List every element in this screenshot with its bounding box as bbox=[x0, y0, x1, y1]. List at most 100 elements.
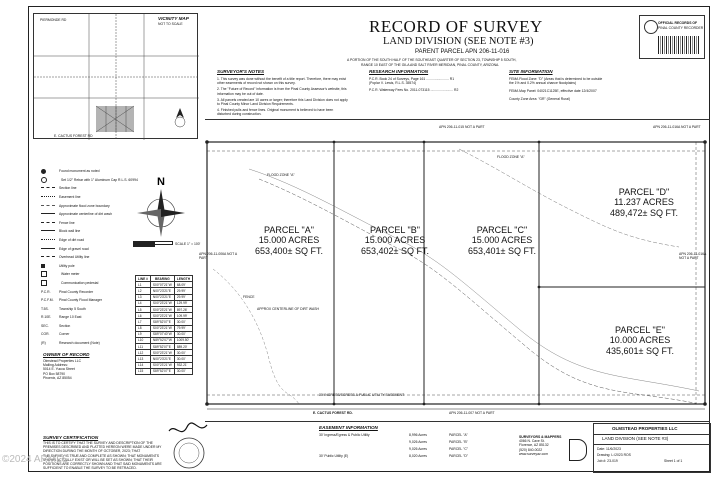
south-apn-label: APN 206-11-007 NOT A PART bbox=[449, 411, 495, 415]
easement-cell bbox=[319, 440, 409, 447]
owner-line: PO Box 58790 bbox=[43, 371, 66, 376]
legend-row: Set 1/2" Rebar with 1" Aluminum Cap R.L.… bbox=[41, 176, 191, 185]
legend-row: R.10E. Range 10 East bbox=[41, 313, 191, 322]
note-line: 1. This survey was done without the bene… bbox=[217, 77, 346, 81]
cert-line: PREMISES DESCRIBED AND PLATTED HEREON WE… bbox=[43, 445, 162, 450]
wall-icon bbox=[41, 230, 55, 232]
title-block-project: OLMSTEAD PROPERTIES LLC bbox=[612, 426, 678, 431]
company-logo-icon bbox=[569, 439, 587, 461]
survey-certification: SURVEY CERTIFICATION THIS IS TO CERTIFY … bbox=[43, 435, 162, 470]
easement-line-icon bbox=[41, 196, 55, 198]
note-line: information may be out of date. bbox=[217, 91, 264, 96]
fence-label: FENCE bbox=[243, 295, 255, 299]
bottom-divider bbox=[205, 421, 710, 422]
cert-line: SUFFICIENT TO ENABLE THE SURVEY TO BE RE… bbox=[43, 466, 137, 471]
site-line: County Zone Area: "GR" (General Rural) bbox=[509, 96, 571, 101]
title-block-date: Date: 11/6/2023 bbox=[597, 447, 621, 451]
surveyor-seal-icon bbox=[168, 422, 208, 469]
note-line: disturbed during construction. bbox=[217, 112, 262, 117]
rebar-icon bbox=[41, 176, 47, 183]
water-meter-icon bbox=[41, 271, 47, 278]
legal-description-1: A PORTION OF THE SOUTH HALF OF THE SOUTH… bbox=[347, 58, 517, 62]
parcel-b-acres: 15.000 ACRES bbox=[364, 235, 426, 245]
site-line: FEMA Map Panel: 04021C1125E, effective d… bbox=[509, 89, 597, 94]
legend-row: Overhead Utility line bbox=[41, 253, 191, 262]
comm-pedestal-icon bbox=[41, 280, 47, 287]
note-line: to Pinal County Minor Land Division Requ… bbox=[217, 102, 294, 107]
stamp-title: OFFICIAL RECORDS OF bbox=[658, 21, 698, 25]
monument-icon bbox=[703, 402, 707, 406]
legend-text: Approximate centerline of dirt wash bbox=[59, 212, 112, 217]
easement-cell: 30' Public Utility (E) bbox=[319, 454, 349, 458]
surveyor-line: (520) 840-0022 bbox=[519, 447, 543, 452]
legend-abbr: (R) bbox=[41, 341, 46, 346]
legend-text: Edge of gravel road bbox=[59, 246, 89, 251]
parcel-e-acres: 10.000 ACRES bbox=[609, 335, 671, 345]
legend-text: Township 5 South bbox=[59, 306, 86, 311]
legend-row: COR.Corner bbox=[41, 330, 191, 339]
cert-line: THE SURVEY IS TRUE AND COMPLETE AS SHOWN… bbox=[43, 453, 160, 458]
parcel-a-acres: 15.000 ACRES bbox=[258, 235, 320, 245]
legend-abbr: P.C.R. bbox=[41, 289, 51, 294]
vicinity-map: VICINITY MAP NOT TO SCALE PIERMONDE RD E… bbox=[33, 13, 199, 140]
research-line: P.C.R. Book 24 of Surveys, Page 161 ....… bbox=[369, 77, 455, 81]
scale-label: SCALE 1" = 100' bbox=[175, 242, 201, 246]
rebar-icon bbox=[332, 402, 336, 406]
legend-row: Utility pole bbox=[41, 262, 191, 271]
scale-bar-segment bbox=[153, 241, 173, 245]
rebar-icon bbox=[422, 140, 426, 144]
certification-heading: SURVEY CERTIFICATION bbox=[43, 435, 99, 440]
legend-abbr: SEC. bbox=[41, 323, 49, 328]
utility-pole-icon bbox=[41, 263, 45, 268]
legend-text: Pinal County Recorder bbox=[59, 289, 94, 294]
site-info-heading: SITE INFORMATION bbox=[509, 69, 553, 74]
legend-text: Corner bbox=[59, 332, 70, 337]
surveyors-notes-heading: SURVEYOR'S NOTES bbox=[217, 69, 265, 74]
parcel-d-acres: 11.237 ACRES bbox=[614, 197, 674, 207]
line-table-cell: L15 bbox=[135, 367, 151, 376]
parcel-c-acres: 15.000 ACRES bbox=[471, 235, 533, 245]
wash-icon bbox=[41, 213, 55, 215]
easement-note-label: 30' INGRESS/EGRESS & PUBLIC UTILITY EASE… bbox=[319, 393, 405, 397]
parcel-a: PARCEL "A" 15.000 ACRES 653,400± SQ FT. bbox=[229, 225, 349, 257]
legend-row: Block wall line bbox=[41, 227, 191, 236]
east-apn-top-label: APN 206-11-016A NOT A PART bbox=[653, 125, 701, 129]
monument-icon bbox=[205, 402, 209, 406]
cert-line: SHOWN ACTUALLY EXIST OR WILL BE SET AS S… bbox=[43, 457, 153, 462]
legal-description-2: RANGE 10 EAST OF THE GILA AND SALT RIVER… bbox=[361, 63, 500, 67]
legend-abbr: T.5S. bbox=[41, 306, 49, 311]
note-line: 4. Finished pulls and fence lines. Origi… bbox=[217, 108, 334, 113]
easement-cell: 30' Ingress/Egress & Public Utility bbox=[319, 433, 370, 437]
parcel-b: PARCEL "B" 15.000 ACRES 653,402± SQ FT. bbox=[345, 225, 445, 257]
watermark: ©2024 ARMLS bbox=[2, 454, 69, 465]
cert-line: POSITIONS ARE CORRECTLY SHOWN AND THAT S… bbox=[43, 462, 162, 467]
flood-zone-line bbox=[258, 178, 700, 405]
easement-cell: PARCEL "C" bbox=[449, 447, 468, 451]
owner-line: Mailing Address: bbox=[43, 363, 68, 368]
easement-cell: 9,026 Acres bbox=[409, 440, 427, 444]
line-table-cell: 30.00' bbox=[173, 367, 194, 376]
monument-icon bbox=[41, 168, 46, 174]
recorder-seal bbox=[644, 20, 658, 34]
parcel-a-sqft: 653,400± SQ FT. bbox=[255, 246, 323, 256]
surveyors-notes: SURVEYOR'S NOTES 1. This survey was done… bbox=[217, 69, 352, 117]
legend-row: Section line bbox=[41, 184, 191, 193]
surveyor-line: SURVEYORS & MAPPERS bbox=[519, 435, 562, 439]
legend-text: Found monument as noted bbox=[59, 169, 100, 174]
west-apn-label: APN 206-11-006A NOT A PART bbox=[199, 252, 237, 261]
title-block-drawing: Drawing: L:\2023 ROS bbox=[597, 453, 631, 457]
note-line: 3. All parcels created are 10 acres or l… bbox=[217, 97, 348, 102]
vicinity-map-scale: NOT TO SCALE bbox=[158, 22, 183, 26]
stamp-subtitle: PINAL COUNTY RECORDER bbox=[658, 26, 704, 30]
parcel-e-sqft: 435,601± SQ FT. bbox=[606, 346, 674, 356]
owner-heading: OWNER OF RECORD bbox=[43, 352, 90, 357]
section-line-icon bbox=[41, 187, 55, 189]
legend-row: Fence line bbox=[41, 219, 191, 228]
parcel-d: PARCEL "D" 11.237 ACRES 489,472± SQ FT. bbox=[589, 187, 699, 219]
parcel-c: PARCEL "C" 15.000 ACRES 653,401± SQ FT. bbox=[447, 225, 557, 257]
utility-line-icon bbox=[41, 256, 55, 258]
legend-abbr: R.10E. bbox=[41, 315, 52, 320]
legend-text: Range 10 East bbox=[59, 315, 82, 320]
